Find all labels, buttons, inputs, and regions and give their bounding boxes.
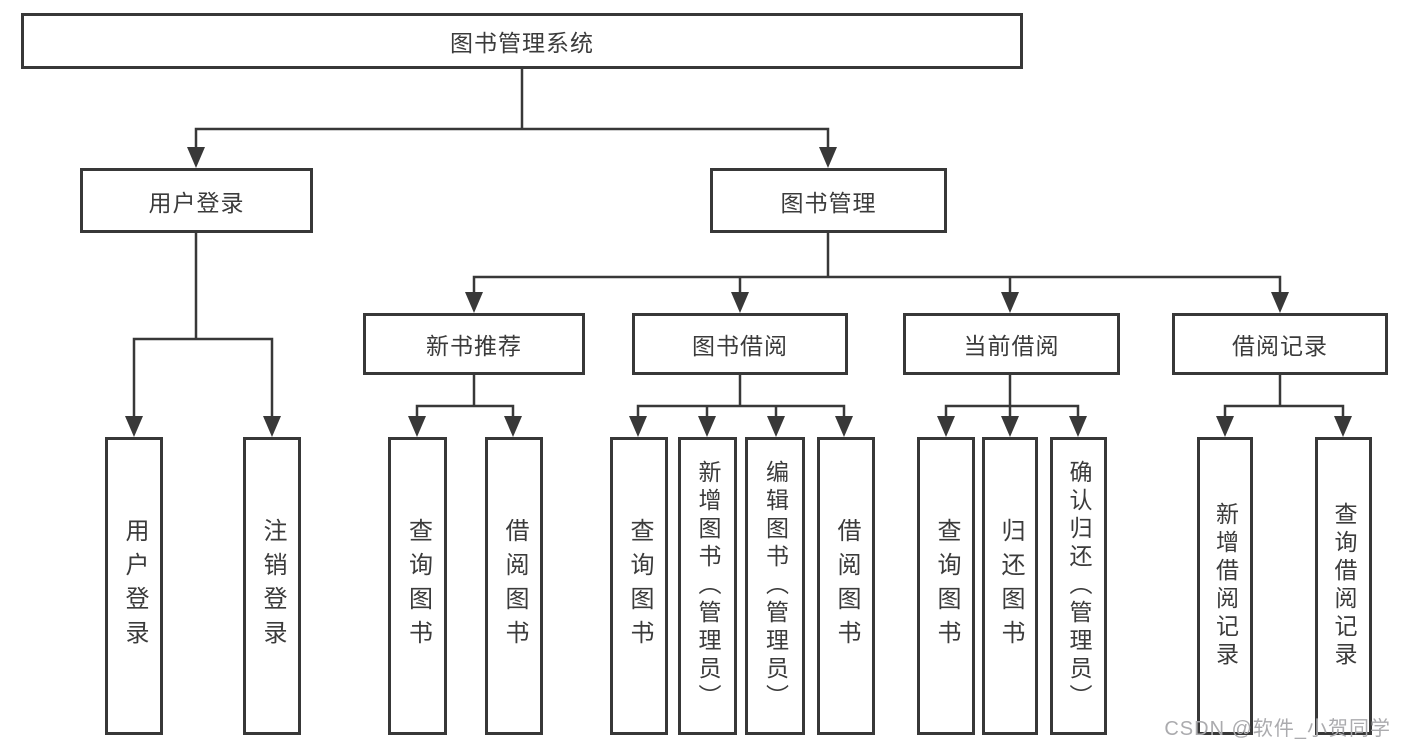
node-new-book-recommend: 新书推荐 (363, 313, 585, 375)
leaf-edit-books-admin: 编辑图书（管理员） (745, 437, 805, 735)
arrowheads-level3 (465, 292, 1289, 313)
arrowheads-user-login-children (125, 416, 281, 437)
csdn-watermark: CSDN @软件_小贺同学 (1164, 718, 1391, 740)
leaf-query-books: 查询图书 (917, 437, 975, 735)
node-label: 查询图书 (933, 518, 960, 654)
node-label: 新增借阅记录 (1212, 502, 1239, 670)
leaf-logout: 注销登录 (243, 437, 301, 735)
connector-book-borrow-children (636, 375, 846, 420)
node-label: 用户登录 (148, 189, 245, 216)
leaf-confirm-return-admin: 确认归还（管理员） (1050, 437, 1107, 735)
leaf-borrow-books: 借阅图书 (485, 437, 543, 735)
node-label: 当前借阅 (963, 333, 1060, 359)
node-label: 新书推荐 (426, 333, 522, 359)
connector-book-mgmt-children (472, 233, 1282, 295)
connector-new-book-children (415, 375, 515, 420)
leaf-borrow-books: 借阅图书 (817, 437, 875, 735)
leaf-return-books: 归还图书 (982, 437, 1038, 735)
node-label: 注销登录 (259, 518, 286, 654)
node-label: 确认归还（管理员） (1066, 460, 1092, 712)
connector-current-borrow-children (944, 375, 1080, 420)
node-label: 查询图书 (404, 518, 432, 654)
node-label: 编辑图书（管理员） (762, 460, 789, 712)
arrowheads-new-book-children (408, 416, 522, 437)
node-label: 查询借阅记录 (1331, 502, 1357, 670)
node-book-borrowing: 图书借阅 (632, 313, 848, 375)
node-label: 借阅记录 (1232, 333, 1328, 359)
node-library-management-system: 图书管理系统 (21, 13, 1023, 69)
connector-borrow-record-children (1223, 375, 1345, 420)
connector-user-login-children (132, 233, 274, 418)
leaf-user-login: 用户登录 (105, 437, 163, 735)
leaf-add-borrow-record: 新增借阅记录 (1197, 437, 1253, 735)
node-label: 图书管理 (780, 189, 877, 216)
node-label: 图书管理系统 (450, 30, 594, 56)
leaf-query-borrow-record: 查询借阅记录 (1315, 437, 1372, 735)
arrowheads-borrow-record-children (1216, 416, 1352, 437)
leaf-add-books-admin: 新增图书（管理员） (678, 437, 737, 735)
arrowheads-current-borrow-children (937, 416, 1087, 437)
node-current-borrowing: 当前借阅 (903, 313, 1120, 375)
arrowheads-book-borrow-children (629, 416, 853, 437)
node-label: 借阅图书 (833, 518, 860, 654)
node-label: 图书借阅 (692, 333, 788, 359)
node-label: 查询图书 (626, 518, 653, 654)
node-label: 归还图书 (997, 518, 1024, 654)
node-book-management-module: 图书管理 (710, 168, 947, 233)
arrowheads-level2 (187, 147, 837, 168)
node-borrowing-records: 借阅记录 (1172, 313, 1388, 375)
node-label: 新增图书（管理员） (695, 460, 721, 712)
node-label: 借阅图书 (501, 518, 528, 654)
node-user-login-module: 用户登录 (80, 168, 313, 233)
leaf-query-books: 查询图书 (610, 437, 668, 735)
connector-root-to-level2 (194, 69, 830, 150)
leaf-query-books: 查询图书 (388, 437, 447, 735)
node-label: 用户登录 (121, 518, 148, 654)
